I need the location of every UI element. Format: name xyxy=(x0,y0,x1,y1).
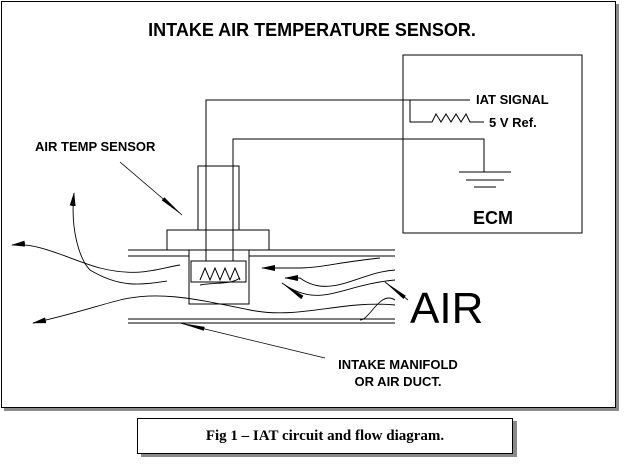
intake-duct xyxy=(128,249,395,324)
manifold-pointer-arrow xyxy=(179,322,326,359)
air-temp-sensor xyxy=(166,165,270,305)
air-pointer-arrow xyxy=(384,281,409,301)
five-v-ref-label: 5 V Ref. xyxy=(489,115,537,130)
air-temp-sensor-label: AIR TEMP SENSOR xyxy=(35,139,156,154)
air-duct-label: OR AIR DUCT. xyxy=(355,374,442,389)
intake-manifold-label: INTAKE MANIFOLD xyxy=(338,357,458,372)
figure-caption: Fig 1 – IAT circuit and flow diagram. xyxy=(137,418,513,454)
sensor-pointer-arrow xyxy=(119,161,183,216)
air-label: AIR xyxy=(410,284,483,333)
diagram-frame xyxy=(1,1,616,408)
ecm-label: ECM xyxy=(473,208,513,228)
airflow-lines xyxy=(11,192,396,324)
iat-signal-label: IAT SIGNAL xyxy=(476,92,549,107)
thermistor xyxy=(199,266,241,282)
ecm-box xyxy=(402,54,583,234)
resistor xyxy=(409,100,484,123)
diagram-title: INTAKE AIR TEMPERATURE SENSOR. xyxy=(148,20,476,40)
